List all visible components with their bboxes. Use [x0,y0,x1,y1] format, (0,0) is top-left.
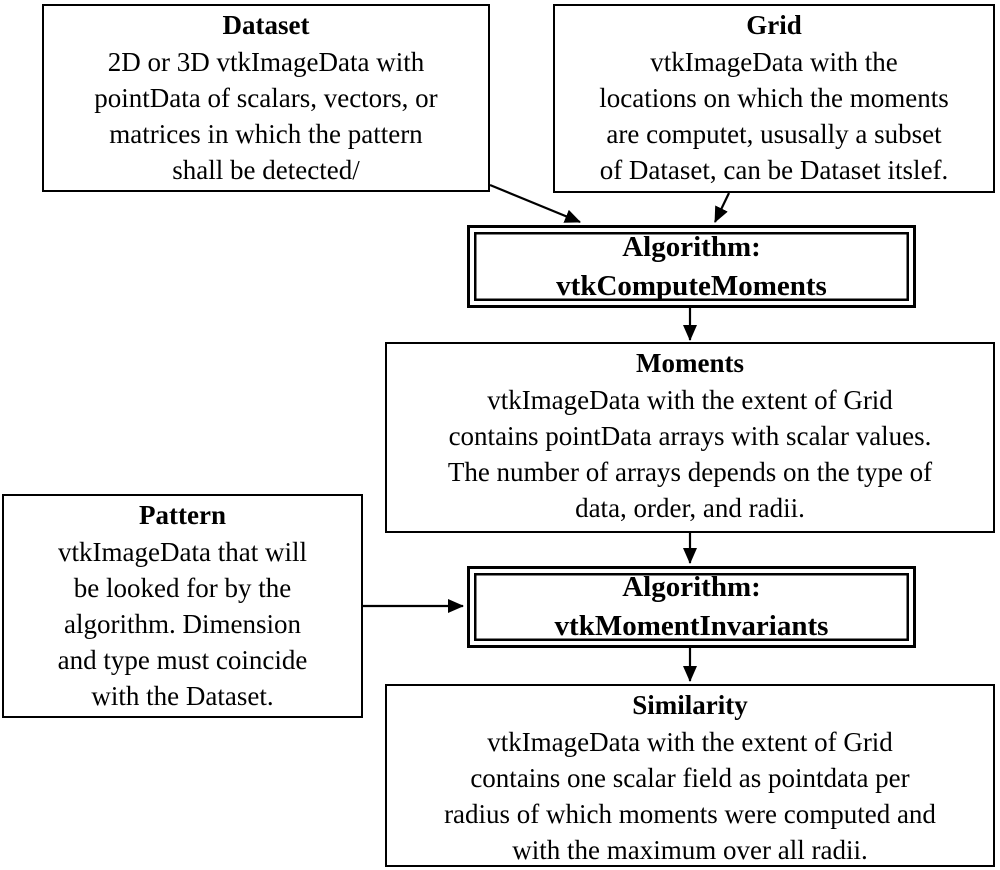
node-algorithm-moment-invariants: Algorithm: vtkMomentInvariants [467,566,916,648]
node-similarity: Similarity vtkImageData with the extent … [385,684,995,867]
node-grid-title: Grid [746,10,802,40]
node-dataset-body: 2D or 3D vtkImageData with pointData of … [94,47,438,185]
node-similarity-body: vtkImageData with the extent of Grid con… [444,727,936,865]
node-dataset: Dataset 2D or 3D vtkImageData with point… [42,4,490,192]
node-grid-body: vtkImageData with the locations on which… [599,47,949,185]
node-moments-body: vtkImageData with the extent of Grid con… [447,385,933,523]
node-algorithm-compute-moments: Algorithm: vtkComputeMoments [467,225,916,308]
node-algorithm-moment-invariants-body: vtkMomentInvariants [554,610,829,642]
node-moments-title: Moments [636,348,744,378]
node-algorithm-compute-moments-title: Algorithm: [622,230,761,263]
node-moments: Moments vtkImageData with the extent of … [385,342,995,533]
node-pattern: Pattern vtkImageData that will be looked… [2,494,363,718]
edge-grid-to-compute-moments [714,192,730,223]
node-grid: Grid vtkImageData with the locations on … [553,4,995,193]
node-similarity-title: Similarity [632,690,748,720]
node-pattern-title: Pattern [139,500,226,530]
node-algorithm-compute-moments-body: vtkComputeMoments [556,269,827,302]
node-pattern-body: vtkImageData that will be looked for by … [57,537,308,711]
node-algorithm-moment-invariants-title: Algorithm: [622,571,761,603]
node-dataset-title: Dataset [222,10,310,40]
